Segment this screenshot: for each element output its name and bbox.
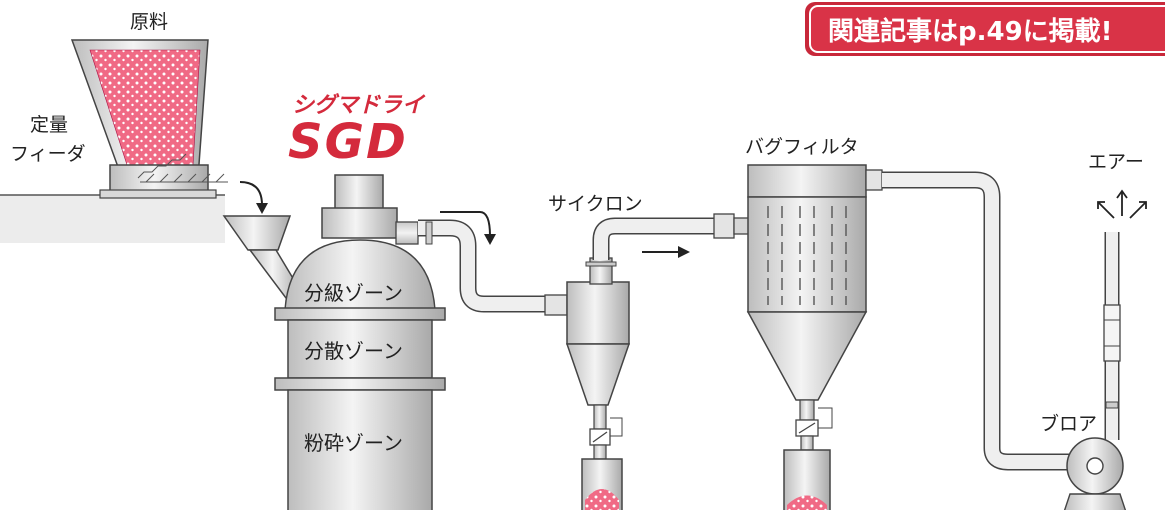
cyclone-outlet-arrow-head bbox=[678, 246, 690, 258]
feeder-label-line1: 定量 bbox=[30, 114, 68, 136]
sgd-mill bbox=[274, 174, 446, 510]
cyclone-label: サイクロン bbox=[548, 193, 643, 215]
feeder-hopper bbox=[70, 39, 228, 199]
feeder-label-line2: フィーダ bbox=[10, 143, 86, 165]
bag-filter-label: バグフィルタ bbox=[745, 136, 859, 158]
feed-arrow-head bbox=[256, 203, 268, 214]
air-exhaust-arrows bbox=[1097, 189, 1147, 219]
blower-label: ブロア bbox=[1040, 412, 1097, 435]
bag-filter bbox=[746, 164, 868, 510]
sgd-logo: シグマドライ SGD bbox=[288, 93, 426, 170]
grinding-zone-label: 粉砕ゾーン bbox=[304, 431, 403, 455]
feed-funnel bbox=[222, 215, 302, 299]
mill-outlet-arrow bbox=[440, 211, 491, 237]
mill-outlet-arrow-head bbox=[484, 234, 496, 245]
feed-arrow bbox=[239, 181, 263, 206]
raw-material-label: 原料 bbox=[130, 11, 168, 33]
logo-name: SGD bbox=[288, 114, 408, 170]
cyclone-outlet-pipe bbox=[592, 213, 751, 260]
banner-text: 関連記事はp.49に掲載! bbox=[828, 16, 1113, 47]
cyclone bbox=[544, 257, 631, 510]
related-article-banner: 関連記事はp.49に掲載! bbox=[805, 2, 1165, 56]
dispersion-zone-label: 分散ゾーン bbox=[304, 339, 403, 363]
air-label: エアー bbox=[1088, 151, 1144, 173]
classification-zone-label: 分級ゾーン bbox=[304, 281, 403, 305]
blower bbox=[1063, 232, 1127, 510]
mill-outlet-pipe bbox=[395, 219, 545, 313]
feeder-platform bbox=[0, 194, 225, 243]
logo-kana: シグマドライ bbox=[292, 93, 426, 118]
filter-outlet-pipe bbox=[865, 169, 1075, 471]
